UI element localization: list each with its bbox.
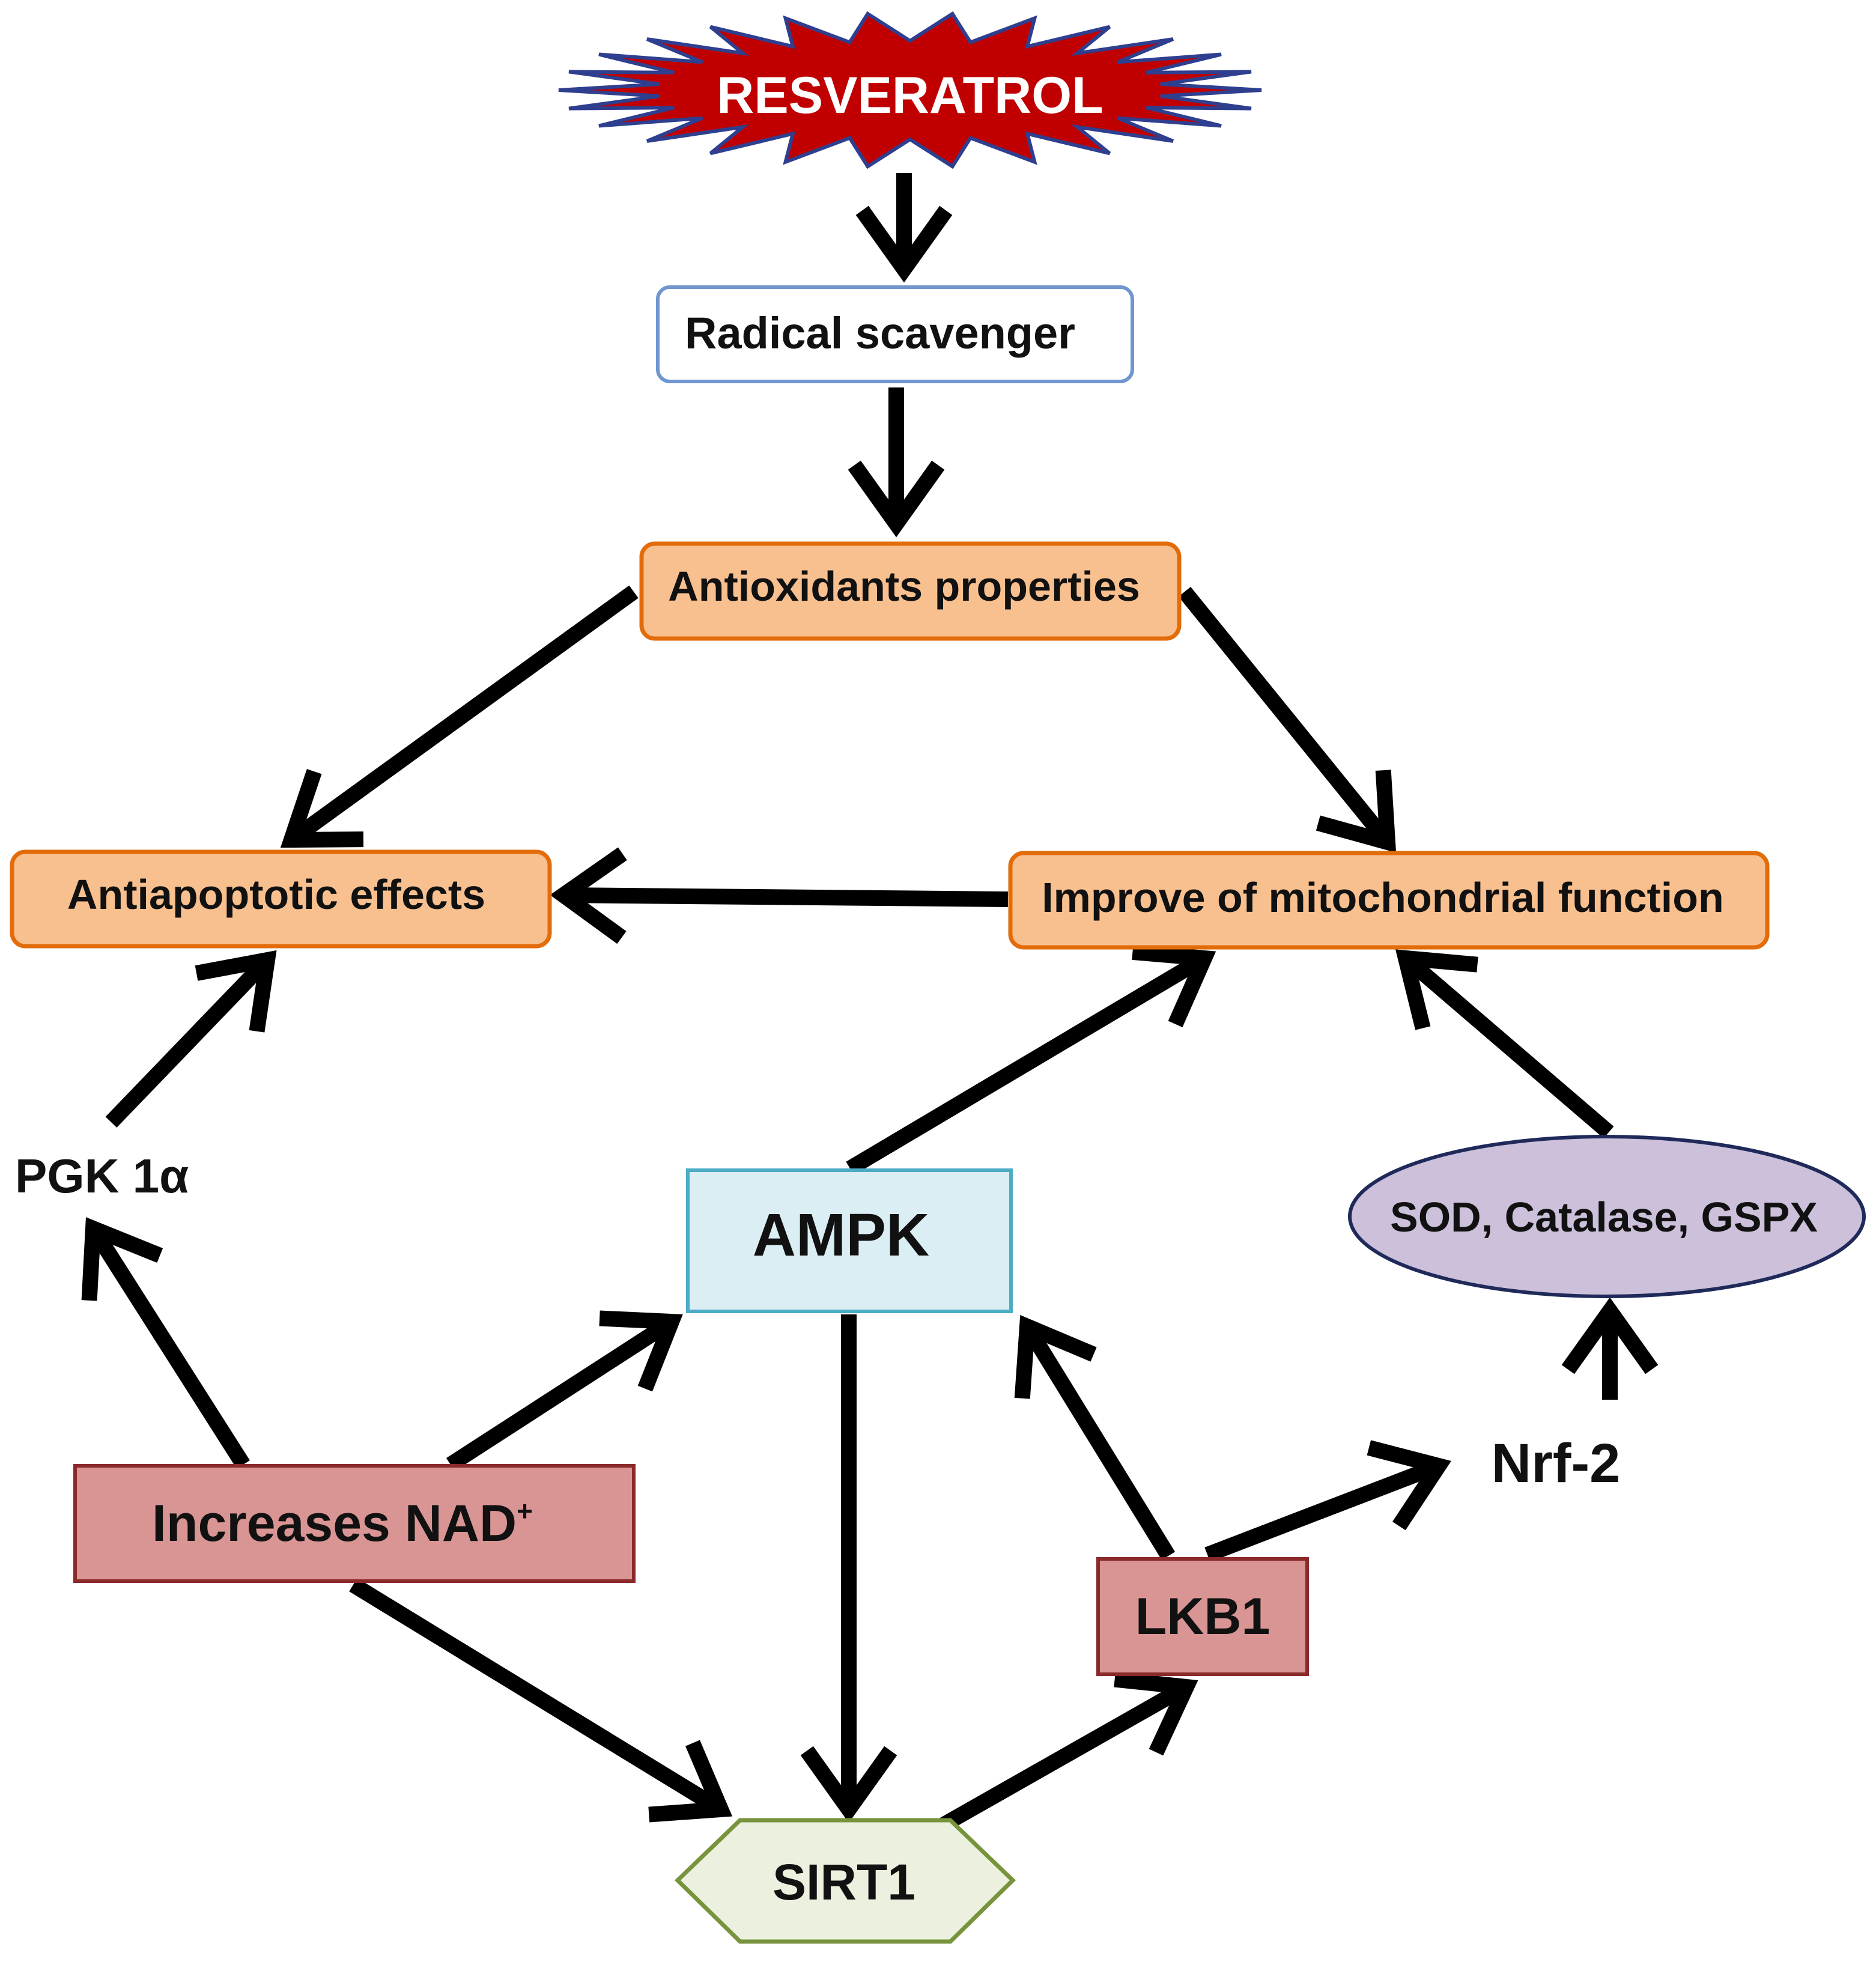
antiapoptotic-box	[10, 849, 552, 949]
arrow-nad-to-ampk	[446, 1310, 683, 1471]
arrow-shaft	[1178, 586, 1394, 848]
ampk-box	[686, 1168, 1013, 1313]
nad-text: Increases NAD	[152, 1495, 517, 1552]
node-mitochondrial: Improve of mitochondrial function	[1008, 851, 1770, 950]
node-nrf2: Nrf-2	[1492, 1433, 1621, 1494]
mitochondrial-box	[1008, 851, 1770, 950]
arrow-shaft	[563, 887, 1009, 907]
arrow-shaft	[287, 585, 639, 846]
nrf2-label: Nrf-2	[1492, 1433, 1621, 1494]
node-pgk: PGK 1α	[15, 1149, 189, 1203]
arrow-ampk-to-sirt1	[800, 1314, 897, 1823]
arrow-radical-scavenger-to-antioxidants	[848, 387, 945, 538]
node-resveratrol: RESVERATROL	[558, 11, 1262, 169]
arrow-head	[1561, 1297, 1659, 1374]
arrow-shaft	[446, 1315, 676, 1471]
nad-superscript: +	[517, 1495, 533, 1526]
arrow-shaft	[1020, 1322, 1176, 1560]
node-antiapoptotic: Antiapoptotic effects	[10, 849, 552, 949]
arrow-mitochondrial-to-antiapoptotic	[550, 847, 1009, 944]
arrow-shaft	[846, 951, 1209, 1176]
arrows-layer	[81, 173, 1659, 1832]
nad-label: Increases NAD+	[152, 1495, 533, 1552]
arrow-head	[550, 847, 627, 944]
starburst-shape	[558, 11, 1262, 169]
radical-scavenger-box	[656, 285, 1134, 383]
antioxidants-label: Antioxidants properties	[668, 563, 1140, 610]
arrow-shaft	[939, 1680, 1191, 1832]
arrow-shaft	[1400, 952, 1614, 1138]
arrow-head	[648, 1740, 733, 1823]
arrow-nad-to-sirt1	[349, 1578, 733, 1823]
node-lkb1: LKB1	[1096, 1557, 1309, 1676]
arrow-head	[1316, 770, 1397, 853]
arrow-shaft	[105, 954, 273, 1128]
node-sirt1: SIRT1	[674, 1818, 1016, 1944]
arrow-sirt1-to-lkb1	[939, 1671, 1198, 1832]
arrow-nrf2-to-sod	[1561, 1297, 1659, 1400]
node-ampk: AMPK	[686, 1168, 1013, 1313]
arrow-antioxidants-to-antiapoptotic	[280, 585, 639, 848]
sod-label: SOD, Catalase, GSPX	[1390, 1194, 1818, 1241]
pgk-label: PGK 1α	[15, 1149, 189, 1203]
resveratrol-label: RESVERATROL	[717, 67, 1103, 124]
arrow-head	[1367, 1440, 1451, 1531]
arrow-nad-to-pgk	[81, 1217, 250, 1469]
node-nad: Increases NAD+	[73, 1464, 636, 1583]
arrow-ampk-to-mitochondrial	[846, 944, 1216, 1176]
arrow-shaft	[87, 1224, 250, 1469]
node-antioxidants: Antioxidants properties	[639, 541, 1182, 641]
arrow-pgk-to-antiapoptotic	[105, 950, 277, 1128]
arrow-head	[195, 950, 277, 1033]
arrow-lkb1-to-ampk	[1014, 1314, 1176, 1560]
arrow-head	[800, 1746, 897, 1823]
arrow-shaft	[349, 1578, 725, 1817]
arrow-head	[280, 769, 364, 848]
arrow-head	[1014, 1314, 1097, 1399]
nad-box	[73, 1464, 636, 1583]
arrow-head	[848, 460, 945, 538]
arrow-head	[1132, 944, 1216, 1028]
radical-scavenger-label: Radical scavenger	[685, 308, 1075, 358]
antioxidants-box	[639, 541, 1182, 641]
node-sod: SOD, Catalase, GSPX	[1348, 1135, 1866, 1298]
arrow-sod-to-mitochondrial	[1395, 949, 1614, 1138]
node-radical-scavenger: Radical scavenger	[656, 285, 1134, 383]
sod-ellipse	[1348, 1135, 1866, 1298]
arrow-head	[1395, 949, 1478, 1030]
lkb1-box	[1096, 1557, 1309, 1676]
arrow-resveratrol-to-radical-scavenger	[855, 173, 953, 283]
arrow-head	[81, 1217, 163, 1301]
sirt1-hexagon	[674, 1818, 1016, 1944]
sirt1-label: SIRT1	[773, 1854, 915, 1910]
antiapoptotic-label: Antiapoptotic effects	[67, 871, 485, 918]
arrow-head	[1114, 1671, 1198, 1756]
lkb1-label: LKB1	[1135, 1588, 1270, 1645]
mitochondrial-label: Improve of mitochondrial function	[1042, 874, 1724, 921]
arrow-lkb1-to-nrf2	[1204, 1440, 1451, 1563]
arrow-head	[855, 205, 953, 283]
arrow-shaft	[1204, 1458, 1442, 1563]
ampk-label: AMPK	[753, 1201, 929, 1269]
arrow-head	[599, 1310, 683, 1392]
arrow-antioxidants-to-mitochondrial	[1178, 586, 1397, 853]
